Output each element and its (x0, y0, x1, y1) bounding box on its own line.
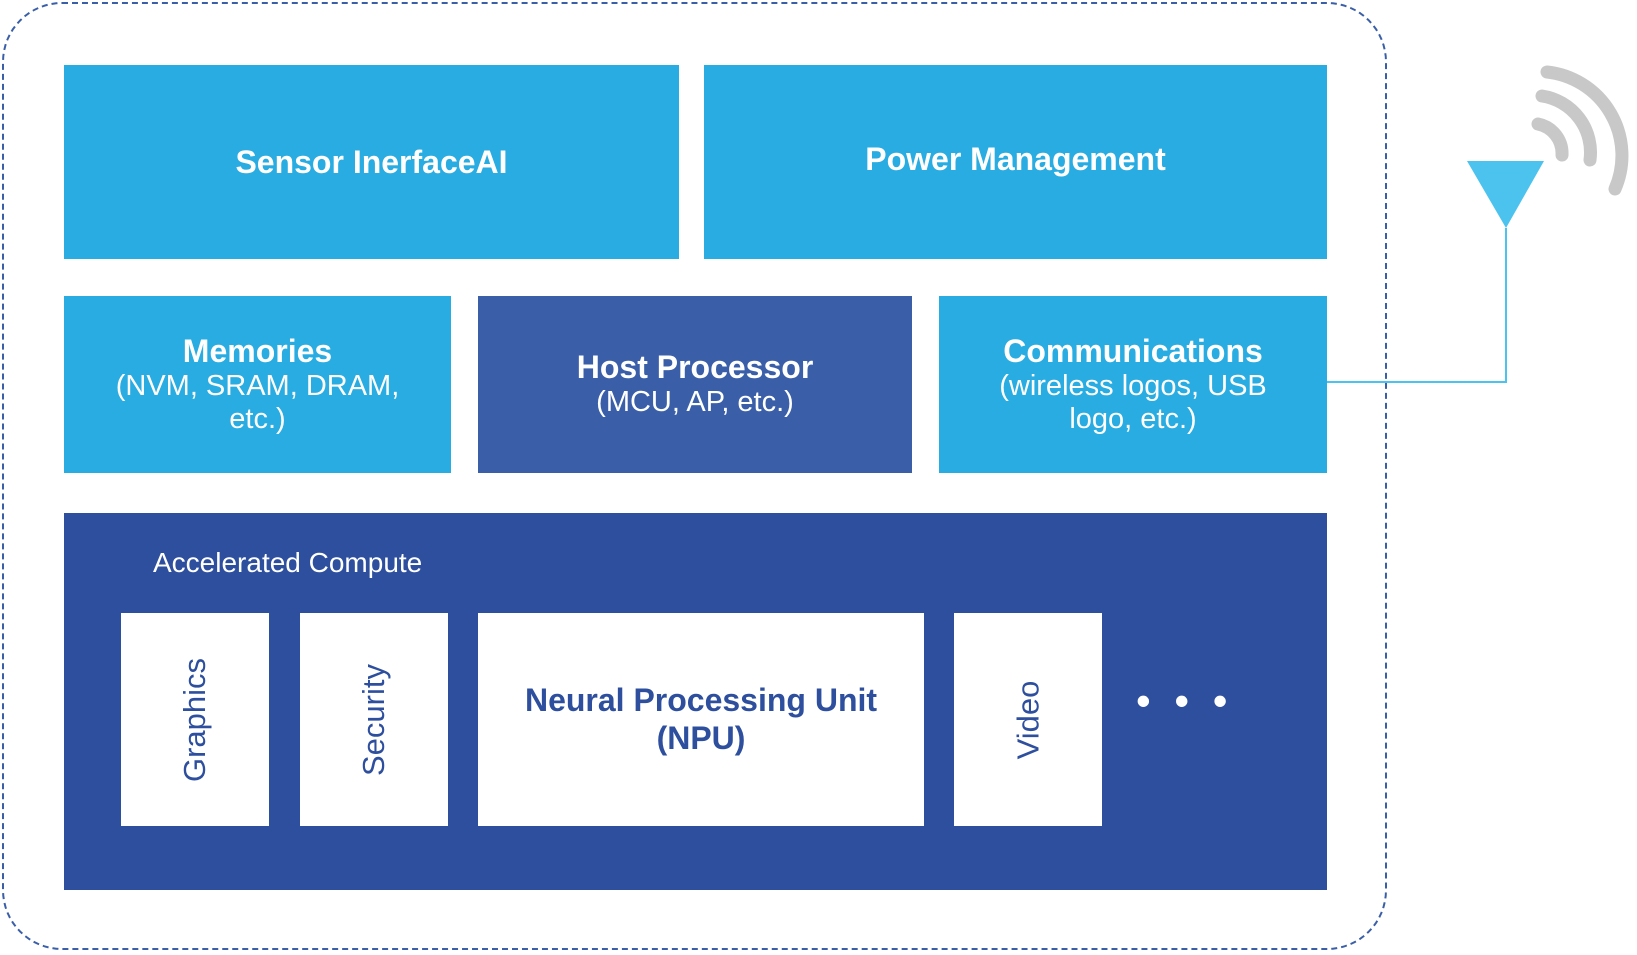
power-management-block: Power Management (704, 65, 1327, 259)
npu-title: Neural Processing Unit (524, 681, 878, 718)
memories-subtitle: (NVM, SRAM, DRAM, etc.) (115, 369, 400, 435)
sensor-interface-block: Sensor InerfaceAI (64, 65, 679, 259)
memories-title: Memories (182, 332, 333, 369)
comms-antenna-connector (1327, 228, 1507, 383)
more-units-ellipsis: • • • (1136, 677, 1234, 724)
memories-block: Memories (NVM, SRAM, DRAM, etc.) (64, 296, 451, 473)
security-unit: Security (300, 613, 448, 826)
accelerated-compute-label: Accelerated Compute (153, 547, 423, 578)
host-processor-subtitle: (MCU, AP, etc.) (596, 386, 794, 419)
signal-waves-icon (1531, 65, 1629, 196)
communications-title: Communications (1003, 332, 1263, 369)
graphics-unit: Graphics (121, 613, 269, 826)
sensor-interface-title: Sensor InerfaceAI (235, 143, 508, 180)
host-processor-title: Host Processor (576, 349, 814, 386)
communications-block: Communications (wireless logos, USB logo… (939, 296, 1327, 473)
antenna-icon (1467, 161, 1544, 228)
npu-abbreviation: (NPU) (656, 719, 746, 756)
system-boundary (2, 2, 1387, 950)
npu-unit: Neural Processing Unit (NPU) (478, 613, 924, 826)
video-unit: Video (954, 613, 1102, 826)
communications-subtitle: (wireless logos, USB logo, etc.) (999, 369, 1267, 435)
power-management-title: Power Management (865, 141, 1166, 177)
host-processor-block: Host Processor (MCU, AP, etc.) (478, 296, 912, 473)
